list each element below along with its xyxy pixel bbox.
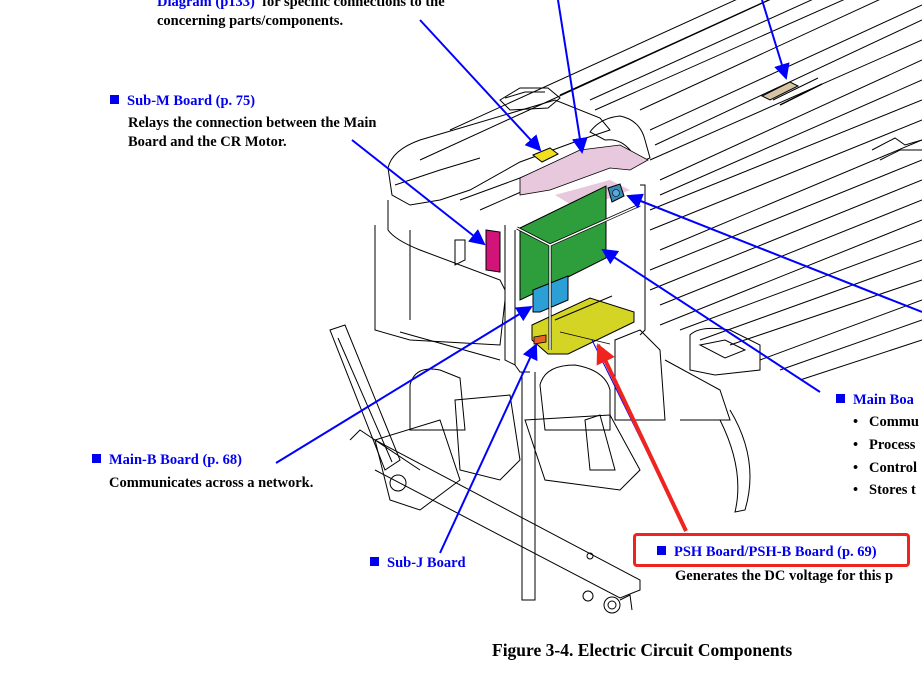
sub-j-board-label[interactable]: Sub-J Board: [387, 555, 466, 571]
psh-desc: Generates the DC voltage for this p: [675, 568, 894, 584]
psh-board-link[interactable]: PSH Board/PSH-B Board (p. 69): [674, 544, 877, 560]
bullet-dot-icon: •: [853, 482, 859, 498]
arrow-to-main-b: [275, 305, 533, 464]
square-bullet-icon: [92, 454, 101, 463]
main-board: [519, 185, 607, 301]
square-bullet-icon: [836, 394, 845, 403]
sub-m-board: [485, 229, 501, 273]
arrow-to-sub-j: [439, 343, 538, 554]
intro-line-2: concerning parts/components.: [157, 13, 344, 29]
main-board-callout[interactable]: Main Boa: [836, 390, 914, 410]
arrow-to-fan: [626, 193, 922, 313]
arrow-to-cr-board: [557, 0, 588, 154]
arrow-to-sub-board: [419, 19, 542, 152]
main-bullet-1: • Commu: [853, 412, 919, 432]
intro-line-1: Diagram (p133) for specific connections …: [157, 0, 445, 12]
wiring-diagram-link[interactable]: Diagram (p133): [157, 0, 255, 10]
main-board-link[interactable]: Main Boa: [853, 392, 914, 408]
square-bullet-icon: [110, 95, 119, 104]
main-bullet-text: Stores t: [869, 482, 916, 498]
figure-caption: Figure 3-4. Electric Circuit Components: [492, 640, 793, 660]
bullet-dot-icon: •: [853, 414, 859, 430]
arrow-to-main: [601, 248, 821, 393]
intro-line-1-text: for specific connections to the: [254, 0, 445, 10]
sub-j-board-callout[interactable]: Sub-J Board: [370, 553, 466, 573]
printer-line-art: [329, 0, 922, 614]
main-b-desc: Communicates across a network.: [109, 475, 314, 491]
arrow-to-sub-m: [351, 139, 486, 246]
sub-board-yellow: [532, 147, 559, 163]
main-bullet-text: Control: [869, 460, 918, 476]
highlight-arrow-psh: [596, 343, 688, 532]
main-bullet-text: Process: [869, 437, 916, 453]
main-b-board-callout[interactable]: Main-B Board (p. 68): [92, 450, 242, 470]
board-cr-pink: [519, 144, 649, 196]
sub-m-board-link[interactable]: Sub-M Board (p. 75): [127, 93, 256, 109]
square-bullet-icon: [657, 546, 666, 555]
highlight-box: [633, 533, 910, 567]
bullet-dot-icon: •: [853, 460, 859, 476]
main-bullet-4: • Stores t: [853, 480, 916, 500]
bullet-dot-icon: •: [853, 437, 859, 453]
psh-board-callout[interactable]: PSH Board/PSH-B Board (p. 69): [657, 542, 877, 562]
sub-m-desc-1: Relays the connection between the Main: [128, 115, 377, 131]
sub-m-desc-2: Board and the CR Motor.: [128, 134, 287, 150]
square-bullet-icon: [370, 557, 379, 566]
main-b-board-link[interactable]: Main-B Board (p. 68): [109, 452, 242, 468]
sub-m-board-callout[interactable]: Sub-M Board (p. 75): [110, 91, 255, 111]
main-bullet-text: Commu: [869, 414, 919, 430]
board-tan-rear: [760, 81, 800, 101]
main-bullet-2: • Process: [853, 435, 915, 455]
sub-j-board: [533, 334, 547, 345]
arrow-to-rear-board: [761, 0, 790, 80]
main-bullet-3: • Control: [853, 458, 917, 478]
